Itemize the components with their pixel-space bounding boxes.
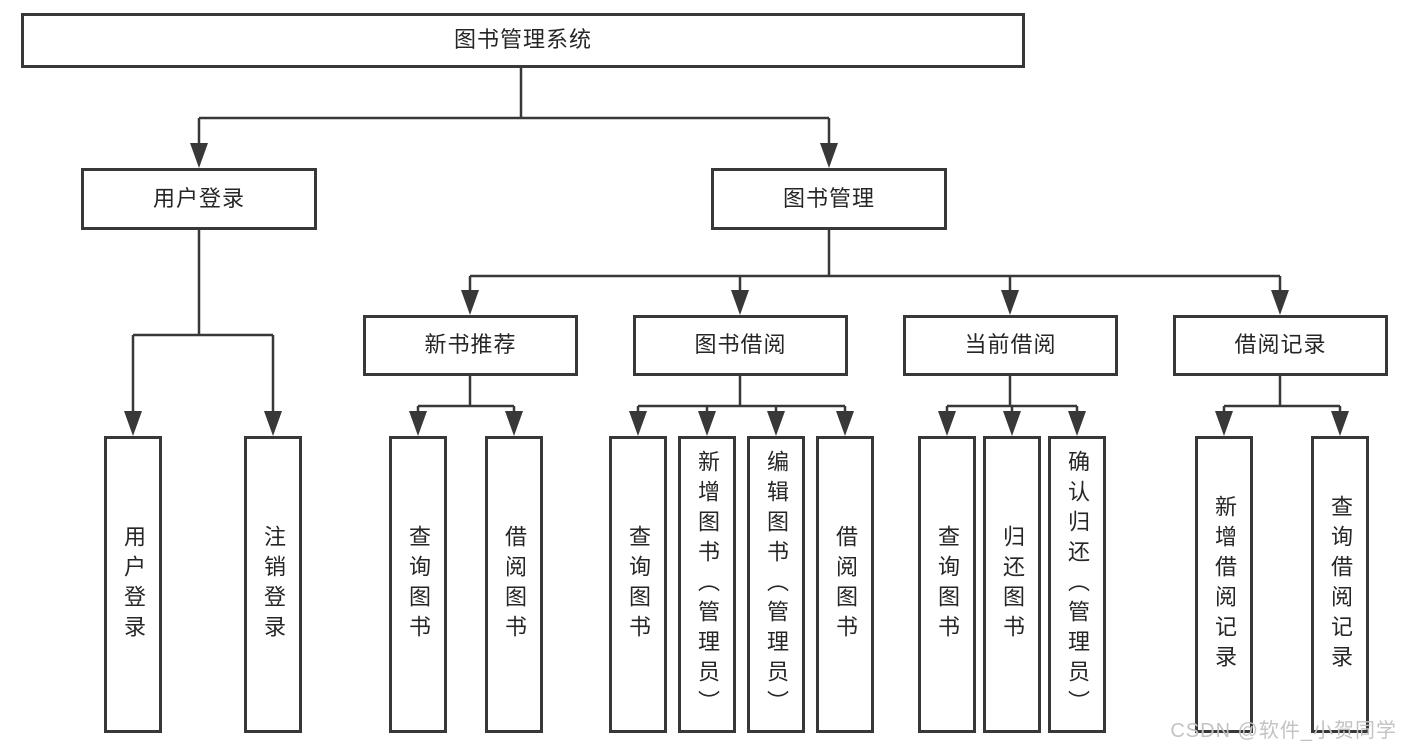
arrowhead	[836, 411, 854, 436]
connector-borrow-record-split	[1222, 376, 1342, 414]
arrowhead	[461, 290, 479, 315]
node-current-borrow-label: 当前借阅	[964, 332, 1057, 358]
node-user-login-label: 用户登录	[152, 185, 245, 211]
arrowhead	[1068, 411, 1086, 436]
arrowhead	[629, 411, 647, 436]
leaf-logout: 注销登录	[244, 436, 302, 733]
leaf-user-login: 用户登录	[104, 436, 162, 733]
leaf-logout-label: 注销登录	[261, 524, 286, 645]
leaf-query-book-current: 查询图书	[918, 436, 976, 733]
node-book-borrow-label: 图书借阅	[694, 332, 787, 358]
node-root-label: 图书管理系统	[453, 27, 592, 53]
arrowhead	[124, 411, 142, 436]
node-new-book-recommend-label: 新书推荐	[424, 332, 517, 358]
leaf-user-login-label: 用户登录	[121, 524, 146, 645]
connector-root-split	[197, 68, 831, 146]
leaf-return-book: 归还图书	[983, 436, 1041, 733]
connector-current-borrow-split	[945, 376, 1079, 414]
leaf-query-borrow-record: 查询借阅记录	[1311, 436, 1369, 733]
leaf-borrow-book-label: 借阅图书	[833, 524, 858, 645]
watermark: CSDN @软件_小贺同学	[1170, 720, 1397, 742]
connector-book-management-split	[468, 230, 1282, 293]
leaf-query-book-borrow: 查询图书	[609, 436, 667, 733]
arrowhead	[1331, 411, 1349, 436]
node-book-borrow: 图书借阅	[633, 315, 848, 376]
leaf-query-borrow-record-label: 查询借阅记录	[1328, 494, 1353, 675]
arrowhead	[190, 143, 208, 168]
node-book-management-label: 图书管理	[782, 185, 875, 211]
arrowhead	[1003, 411, 1021, 436]
node-root: 图书管理系统	[21, 13, 1025, 68]
leaf-add-book-admin-label: 新增图书（管理员）	[695, 449, 720, 720]
arrowhead	[731, 290, 749, 315]
leaf-add-borrow-record-label: 新增借阅记录	[1212, 494, 1237, 675]
leaf-add-book-admin: 新增图书（管理员）	[678, 436, 736, 733]
arrowhead	[767, 411, 785, 436]
arrowhead	[264, 411, 282, 436]
leaf-confirm-return-admin: 确认归还（管理员）	[1048, 436, 1106, 733]
leaf-borrow-book: 借阅图书	[816, 436, 874, 733]
arrowhead	[820, 143, 838, 168]
leaf-return-book-label: 归还图书	[1000, 524, 1025, 645]
leaf-query-book-borrow-label: 查询图书	[626, 524, 651, 645]
leaf-confirm-return-admin-label: 确认归还（管理员）	[1065, 449, 1090, 720]
leaf-edit-book-admin: 编辑图书（管理员）	[747, 436, 805, 733]
leaf-add-borrow-record: 新增借阅记录	[1195, 436, 1253, 733]
node-new-book-recommend: 新书推荐	[363, 315, 578, 376]
connector-user-login-split	[131, 230, 275, 414]
connector-book-borrow-split	[636, 376, 847, 414]
node-borrow-record: 借阅记录	[1173, 315, 1388, 376]
leaf-borrow-book-recommend-label: 借阅图书	[502, 524, 527, 645]
leaf-query-book-current-label: 查询图书	[935, 524, 960, 645]
arrowhead	[1271, 290, 1289, 315]
arrowheads	[124, 143, 1349, 436]
node-borrow-record-label: 借阅记录	[1234, 332, 1327, 358]
node-current-borrow: 当前借阅	[903, 315, 1118, 376]
leaf-query-book-recommend-label: 查询图书	[406, 524, 431, 645]
arrowhead	[938, 411, 956, 436]
arrowhead	[505, 411, 523, 436]
leaf-borrow-book-recommend: 借阅图书	[485, 436, 543, 733]
arrowhead	[698, 411, 716, 436]
arrowhead	[1001, 290, 1019, 315]
connector-new-book-recommend-split	[416, 376, 516, 414]
arrowhead	[1215, 411, 1233, 436]
leaf-edit-book-admin-label: 编辑图书（管理员）	[764, 449, 789, 720]
node-user-login: 用户登录	[81, 168, 317, 230]
leaf-query-book-recommend: 查询图书	[389, 436, 447, 733]
node-book-management: 图书管理	[711, 168, 947, 230]
arrowhead	[409, 411, 427, 436]
